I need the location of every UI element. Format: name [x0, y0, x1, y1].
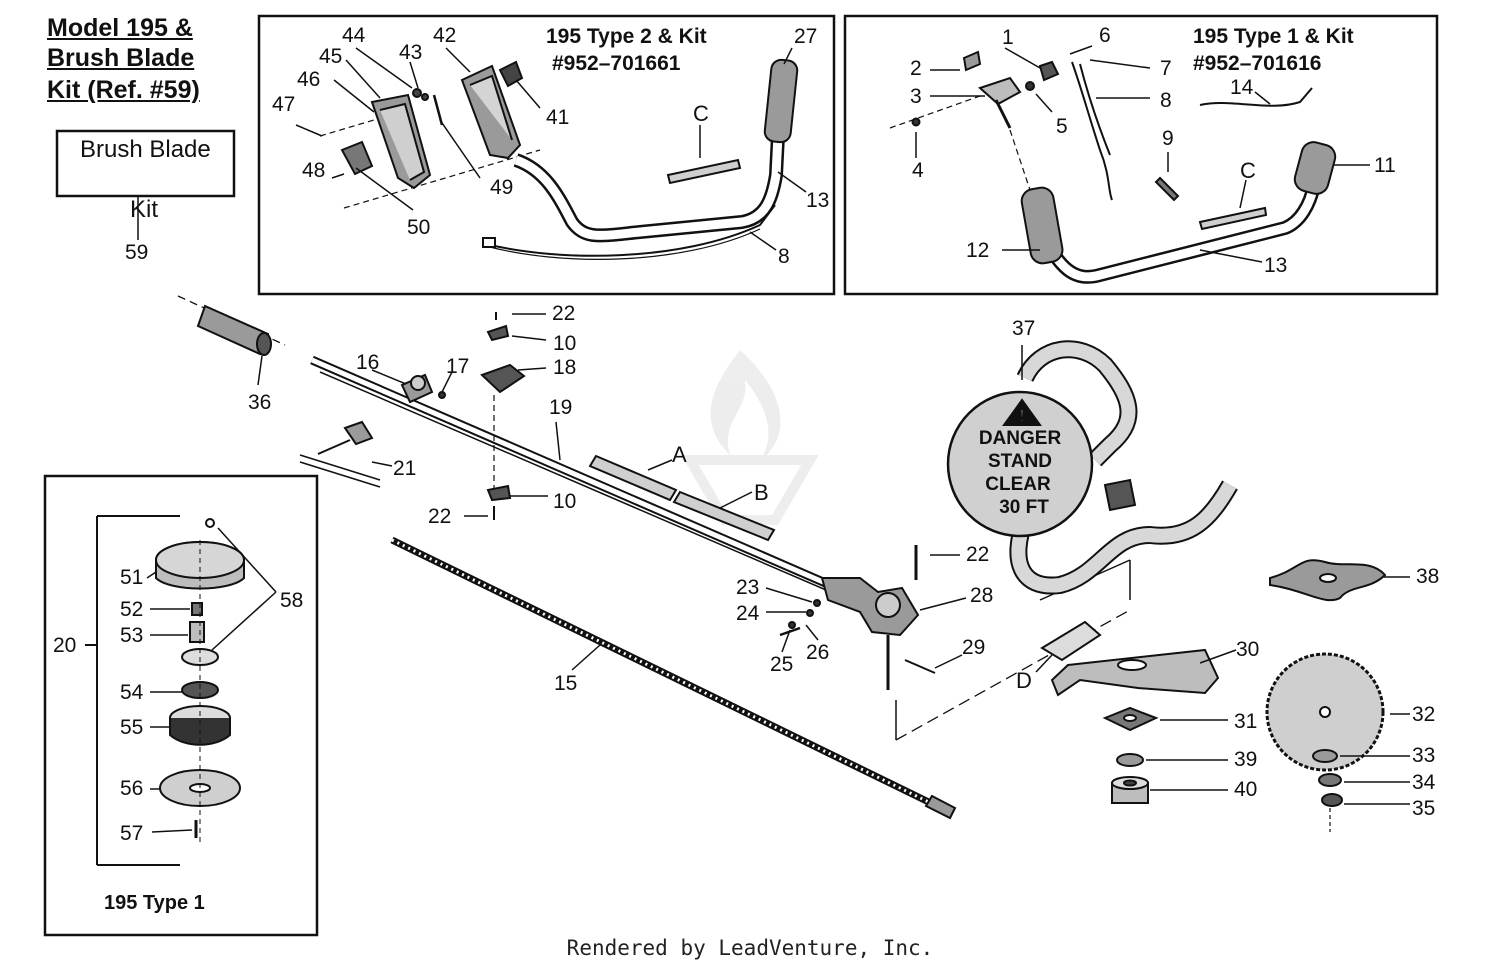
callout-43: 43 [399, 41, 423, 64]
callout-27: 27 [794, 25, 818, 48]
callout-4: 4 [912, 159, 924, 182]
callout-28: 28 [970, 584, 994, 607]
callout-52: 52 [120, 598, 144, 621]
callout-8-type1: 8 [1160, 89, 1172, 112]
callout-31: 31 [1234, 710, 1258, 733]
callout-59: 59 [125, 241, 149, 264]
brush-blade-kit-label-2: Kit [130, 196, 159, 223]
type1-panel-title: 195 Type 1 & Kit [1193, 25, 1354, 48]
callout-10-upper: 10 [553, 332, 577, 355]
callout-13-type1: 13 [1264, 254, 1288, 277]
type1-panel-frame [843, 14, 1439, 296]
callout-34: 34 [1412, 771, 1436, 794]
callout-47: 47 [272, 93, 296, 116]
callout-33: 33 [1412, 744, 1436, 767]
type1-trimmer-head [85, 515, 245, 866]
callout-21: 21 [393, 457, 417, 480]
leader-lines [146, 45, 1410, 833]
callout-37: 37 [1012, 317, 1036, 340]
callout-58: 58 [280, 589, 304, 612]
brush-blade-kit-box [55, 129, 236, 198]
callout-10-lower: 10 [553, 490, 577, 513]
danger-label-line4: 30 FT [999, 497, 1049, 518]
callout-20: 20 [53, 634, 77, 657]
callout-22-gearhead: 22 [966, 543, 990, 566]
type2-kit-number: #952–701661 [552, 52, 681, 75]
callout-5: 5 [1056, 115, 1068, 138]
callout-38: 38 [1416, 565, 1440, 588]
type2-panel-frame [257, 14, 836, 296]
callout-7: 7 [1160, 57, 1172, 80]
callout-54: 54 [120, 681, 144, 704]
callout-30: 30 [1236, 638, 1260, 661]
callout-9: 9 [1162, 127, 1174, 150]
callout-39: 39 [1234, 748, 1258, 771]
callout-44: 44 [342, 24, 366, 47]
title-line-3: Kit (Ref. #59) [47, 76, 200, 104]
callout-3: 3 [910, 85, 922, 108]
type1-kit-number: #952–701616 [1193, 52, 1322, 75]
callout-8-type2: 8 [778, 245, 790, 268]
callout-17: 17 [446, 355, 470, 378]
callout-15: 15 [554, 672, 578, 695]
type1-head-panel-frame [43, 474, 319, 937]
callout-1: 1 [1002, 26, 1014, 49]
type1-head-panel-label: 195 Type 1 [104, 892, 205, 914]
watermark-logo [681, 350, 819, 525]
type2-panel-title: 195 Type 2 & Kit [546, 25, 707, 48]
callout-36: 36 [248, 391, 272, 414]
callout-50: 50 [407, 216, 431, 239]
callout-32: 32 [1412, 703, 1436, 726]
callout-40: 40 [1234, 778, 1258, 801]
callout-19: 19 [549, 396, 573, 419]
callout-49: 49 [490, 176, 514, 199]
callout-46: 46 [297, 68, 321, 91]
type2-handle-assembly [319, 58, 799, 260]
callout-16: 16 [356, 351, 380, 374]
decal-b-label: B [754, 480, 769, 505]
danger-label-line1: DANGER [978, 428, 1062, 449]
callout-51: 51 [120, 566, 144, 589]
callout-14: 14 [1230, 76, 1254, 99]
callout-55: 55 [120, 716, 144, 739]
callout-13-type2: 13 [806, 189, 830, 212]
callout-12: 12 [966, 239, 990, 262]
callout-6: 6 [1099, 24, 1111, 47]
callout-2: 2 [910, 57, 922, 80]
callout-42: 42 [433, 24, 457, 47]
callout-45: 45 [319, 45, 343, 68]
decal-a-label: A [672, 442, 687, 467]
callout-24: 24 [736, 602, 760, 625]
svg-text:!: ! [1019, 406, 1025, 426]
danger-label-line2: STAND [987, 451, 1053, 472]
callout-26: 26 [806, 641, 830, 664]
brush-blade-kit-label: Brush Blade [80, 136, 211, 163]
callout-35: 35 [1412, 797, 1436, 820]
callout-53: 53 [120, 624, 144, 647]
shaft-assembly [177, 295, 1131, 820]
callout-11: 11 [1374, 154, 1396, 177]
callout-48: 48 [302, 159, 326, 182]
type1-handle-assembly [889, 50, 1337, 284]
callout-22-lower: 22 [428, 505, 452, 528]
decal-d-label: D [1016, 668, 1032, 693]
callout-29: 29 [962, 636, 986, 659]
decal-c-type2-label: C [693, 101, 709, 126]
cutting-parts [1040, 559, 1387, 832]
callout-25: 25 [770, 653, 794, 676]
callout-56: 56 [120, 777, 144, 800]
callout-22-upper: 22 [552, 302, 576, 325]
callout-41: 41 [546, 106, 570, 129]
danger-label-line3: CLEAR [985, 474, 1051, 495]
decal-c-type1-label: C [1240, 158, 1256, 183]
callout-23: 23 [736, 576, 760, 599]
title-line-2: Brush Blade [47, 44, 195, 72]
title-line-1: Model 195 & [47, 14, 193, 42]
footer-credit: Rendered by LeadVenture, Inc. [566, 936, 934, 960]
callout-57: 57 [120, 822, 144, 845]
callout-18: 18 [553, 356, 577, 379]
harness: ! [946, 340, 1238, 595]
